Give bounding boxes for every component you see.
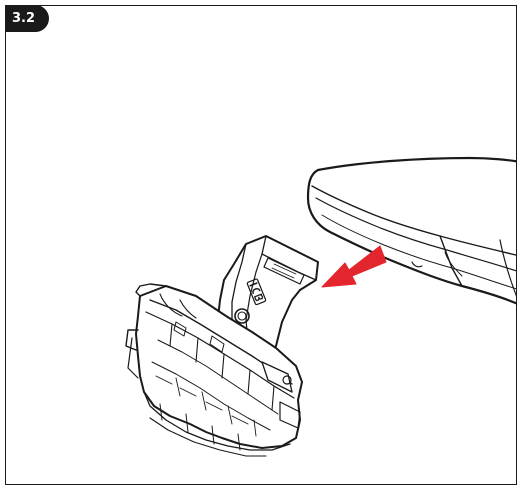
step-number-badge: 3.2 bbox=[5, 5, 49, 32]
device-housing bbox=[306, 156, 516, 305]
brand-logo bbox=[246, 278, 267, 306]
direction-arrow bbox=[321, 245, 387, 288]
clamp-body bbox=[125, 283, 303, 457]
step-frame bbox=[5, 5, 517, 485]
